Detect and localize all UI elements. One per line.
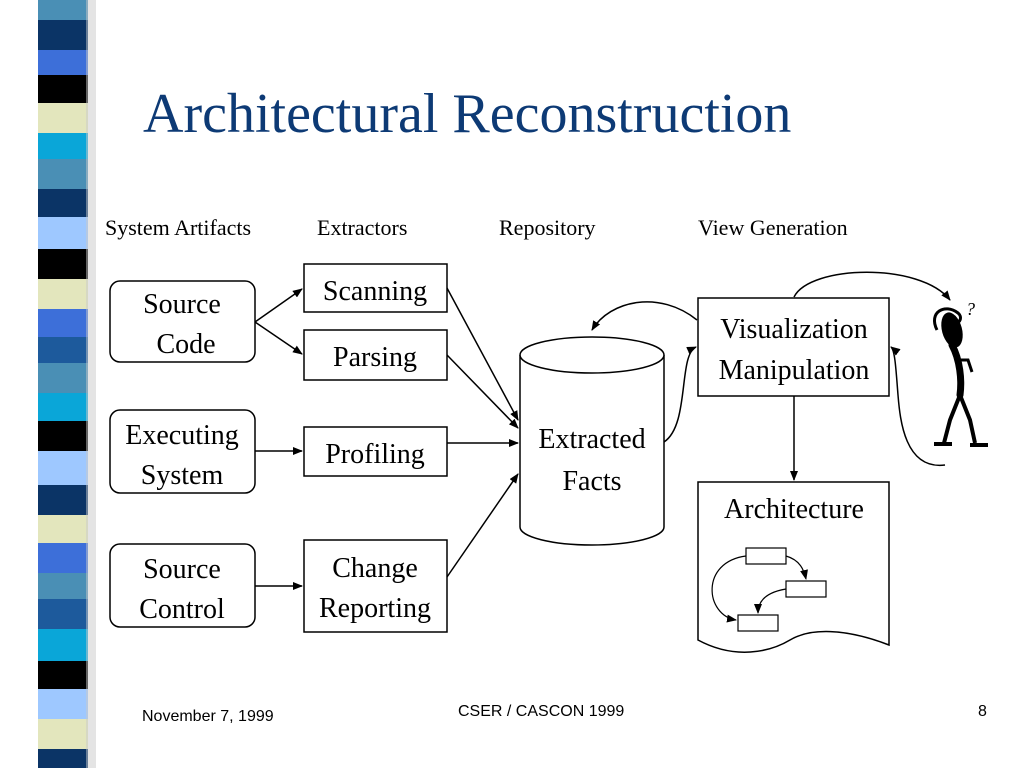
stripe-block: [38, 515, 88, 543]
extractor-profiling: Profiling: [303, 426, 448, 477]
extractor-parsing-label: Parsing: [333, 342, 417, 373]
artifact-source-control-line1: Source: [143, 554, 221, 585]
stripe-block: [38, 421, 88, 451]
arrow-change-repository: [446, 473, 519, 578]
extractor-profiling-label: Profiling: [325, 439, 425, 470]
artifact-executing-system-line2: System: [141, 460, 224, 491]
extractor-scanning-label: Scanning: [323, 276, 427, 307]
mini-box-3: [737, 614, 779, 632]
arrow-view-repository: [591, 301, 698, 331]
stripe-block: [38, 451, 88, 485]
stripe-block: [38, 20, 88, 50]
view-visualization-box: Visualization Manipulation: [697, 297, 890, 397]
mini-box-1: [745, 547, 787, 565]
stripe-block: [38, 337, 88, 363]
column-header-extractors: Extractors: [317, 215, 408, 240]
figure-question-mark: ?: [966, 299, 975, 319]
column-header-system-artifacts: System Artifacts: [105, 215, 252, 240]
thinking-person-icon: ?: [933, 299, 988, 447]
stripe-block: [38, 75, 88, 103]
architecture-document: Architecture: [697, 481, 890, 653]
stripe-block: [38, 719, 88, 749]
stripe-block: [38, 573, 88, 599]
stripe-block: [38, 133, 88, 159]
stripe-block: [38, 661, 88, 689]
arrow-sourcecode-scanning: [254, 288, 303, 323]
stripe-block: [38, 159, 88, 189]
artifact-executing-system: Executing System: [109, 409, 256, 494]
stripe-block: [38, 189, 88, 217]
stripe-block: [38, 629, 88, 661]
mini-arrow-1: [711, 555, 747, 623]
column-header-repository: Repository: [499, 215, 596, 240]
arrow-view-user: [793, 271, 951, 301]
decorative-stripe: [0, 0, 112, 768]
artifact-source-code: Source Code: [109, 280, 256, 363]
stripe-block: [38, 689, 88, 719]
stripe-block: [38, 279, 88, 309]
column-header-view-generation: View Generation: [698, 215, 848, 240]
view-line2: Manipulation: [719, 355, 870, 386]
extractor-change-reporting-line2: Reporting: [319, 593, 431, 624]
artifact-executing-system-line1: Executing: [125, 420, 239, 451]
extractor-change-reporting: Change Reporting: [303, 539, 448, 633]
artifact-source-code-line2: Code: [156, 329, 215, 360]
arrow-repository-view: [663, 346, 697, 443]
architecture-label: Architecture: [724, 494, 864, 525]
footer-page-number: 8: [978, 703, 987, 720]
artifact-source-control: Source Control: [109, 543, 256, 628]
extractor-parsing: Parsing: [303, 329, 448, 381]
view-line1: Visualization: [720, 314, 868, 345]
footer-event: CSER / CASCON 1999: [458, 703, 625, 720]
stripe-block: [38, 599, 88, 629]
stripe-block: [38, 249, 88, 279]
stripe-block: [38, 103, 88, 133]
stripe-block: [38, 309, 88, 337]
extractor-scanning: Scanning: [303, 263, 448, 313]
stripe-block: [38, 749, 88, 768]
mini-arrow-3: [754, 588, 787, 614]
repository-line1: Extracted: [538, 424, 645, 455]
mini-arrow-2: [785, 555, 808, 580]
arrow-scanning-repository: [446, 287, 519, 421]
stripe-block: [38, 50, 88, 75]
extractor-change-reporting-line1: Change: [332, 553, 418, 584]
arrow-user-view: [890, 346, 946, 466]
repository-cylinder: Extracted Facts: [519, 336, 665, 546]
page-title: Architectural Reconstruction: [143, 83, 792, 145]
stripe-block: [38, 485, 88, 515]
artifact-source-control-line2: Control: [139, 594, 225, 625]
stripe-block: [38, 393, 88, 421]
stripe-block: [38, 543, 88, 573]
artifact-source-code-line1: Source: [143, 289, 221, 320]
repository-line2: Facts: [562, 466, 621, 497]
stripe-block: [38, 0, 88, 20]
stripe-block: [38, 217, 88, 249]
mini-box-2: [785, 580, 827, 598]
footer-date: November 7, 1999: [142, 708, 274, 725]
arrow-parsing-repository: [446, 354, 519, 429]
arrow-sourcecode-parsing: [254, 321, 303, 355]
stripe-block: [38, 363, 88, 393]
